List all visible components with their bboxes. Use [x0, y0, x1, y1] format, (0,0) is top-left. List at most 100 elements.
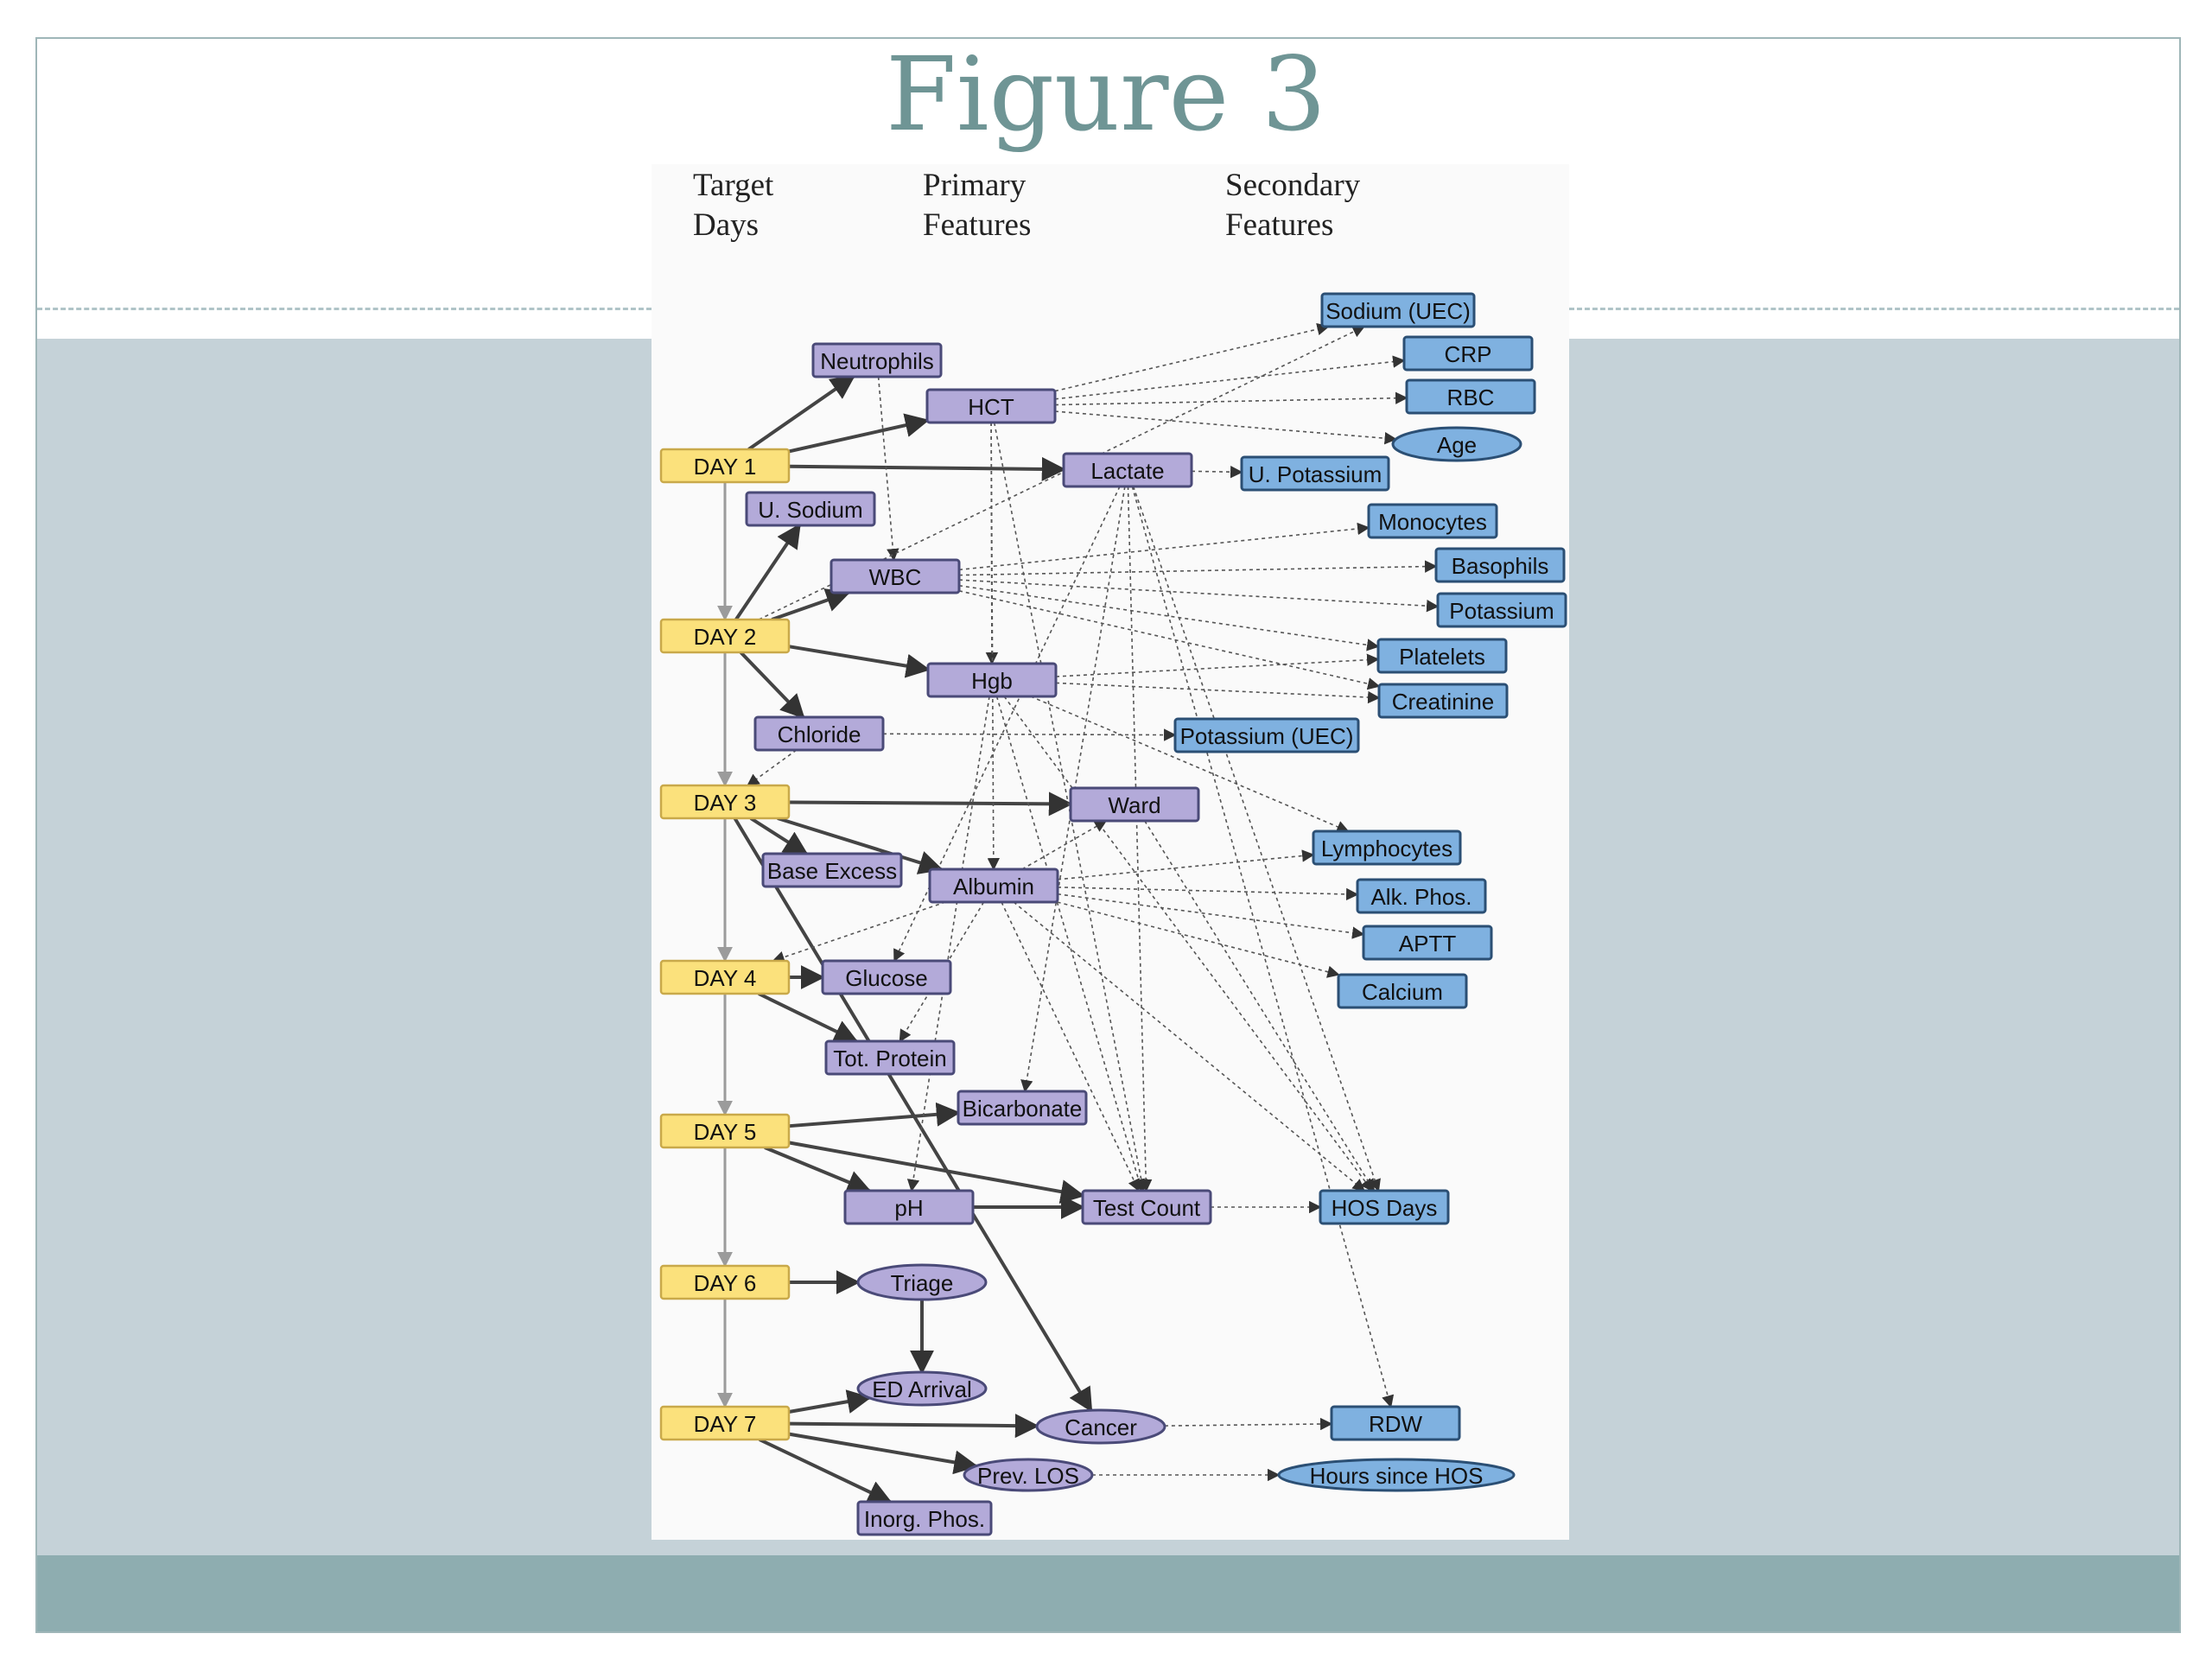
node-chloride: Chloride [753, 715, 885, 752]
edge-albumin-to-ward [1021, 820, 1108, 870]
node-shape [659, 959, 791, 995]
node-bicarbonate: Bicarbonate [957, 1090, 1088, 1126]
node-shape [1277, 1458, 1516, 1492]
node-neutrophils: Neutrophils [811, 342, 943, 378]
edge-hct-to-albumin [987, 422, 1001, 871]
node-label: pH [894, 1195, 923, 1221]
edge-day2-to-chloride [739, 651, 805, 720]
node-label: DAY 2 [694, 624, 757, 650]
node-shape [1035, 1408, 1166, 1445]
node-label: DAY 6 [694, 1270, 757, 1296]
node-shape [1081, 1189, 1212, 1225]
node-label: Lymphocytes [1321, 836, 1452, 861]
node-potassium: Potassium [1436, 592, 1567, 628]
node-shape [1405, 378, 1536, 415]
node-label: Hgb [971, 668, 1013, 694]
edge-day3-to-ward [788, 791, 1073, 817]
node-ph: pH [843, 1189, 975, 1225]
node-hgb: Hgb [926, 662, 1058, 698]
edge-lactate-to-upotassium [1191, 465, 1243, 479]
edge-day3-to-baseexcess [749, 817, 809, 855]
node-alkphos: Alk. Phos. [1356, 878, 1487, 914]
edge-day7-to-edarrival [788, 1389, 872, 1414]
node-day6: DAY 6 [659, 1264, 791, 1300]
node-triage: Triage [856, 1263, 988, 1301]
node-glucose: Glucose [821, 959, 952, 995]
node-label: Test Count [1093, 1195, 1201, 1221]
edge-lactate-to-rdw [1131, 486, 1395, 1408]
node-shape [753, 715, 885, 752]
node-shape [957, 1090, 1088, 1126]
node-label: Sodium (UEC) [1325, 298, 1471, 324]
node-shape [1356, 878, 1487, 914]
edge-albumin-to-lymphocytes [1057, 849, 1315, 880]
node-label: Lactate [1090, 458, 1164, 484]
node-shape [659, 784, 791, 820]
node-label: DAY 1 [694, 454, 757, 480]
node-label: Albumin [953, 874, 1034, 899]
node-shape [925, 388, 1057, 424]
node-label: CRP [1445, 341, 1492, 367]
column-header-secondary: Secondary Features [1225, 166, 1450, 245]
node-label: Prev. LOS [977, 1463, 1079, 1489]
node-label: Glucose [845, 965, 927, 991]
node-label: Triage [891, 1270, 954, 1296]
node-label: Calcium [1362, 979, 1443, 1005]
edge-hgb-to-creatinine [1055, 682, 1381, 704]
node-potassiumuec: Potassium (UEC) [1173, 717, 1360, 753]
node-shape [1320, 292, 1476, 328]
node-label: Tot. Protein [833, 1046, 947, 1071]
node-day4: DAY 4 [659, 959, 791, 995]
node-day7: DAY 7 [659, 1405, 791, 1441]
node-shape [1391, 426, 1522, 462]
node-totprotein: Tot. Protein [824, 1039, 956, 1076]
node-shape [963, 1458, 1094, 1492]
node-label: Alk. Phos. [1370, 884, 1471, 910]
node-platelets: Platelets [1376, 638, 1508, 674]
edge-day7-to-prevlos [788, 1432, 979, 1475]
node-shape [811, 342, 943, 378]
node-shape [830, 558, 961, 594]
edge-hct-to-testcount [993, 422, 1147, 1192]
node-shape [659, 1113, 791, 1149]
edge-albumin-to-calcium [1057, 901, 1340, 978]
node-label: RBC [1447, 385, 1495, 410]
edge-hgb-to-lymphocytes [1030, 696, 1350, 833]
node-shape [1240, 455, 1390, 492]
node-day2: DAY 2 [659, 618, 791, 654]
edge-wbc-to-creatinine [958, 590, 1381, 690]
node-shape [1434, 547, 1566, 583]
edge-hgb-to-testcount [995, 696, 1145, 1192]
node-label: Monocytes [1378, 509, 1487, 535]
node-creatinine: Creatinine [1377, 683, 1509, 719]
node-label: DAY 7 [694, 1411, 757, 1437]
node-shape [1436, 592, 1567, 628]
node-day5: DAY 5 [659, 1113, 791, 1149]
node-rdw: RDW [1330, 1405, 1461, 1441]
node-label: RDW [1369, 1411, 1423, 1437]
edge-day4-to-totprotein [758, 992, 859, 1043]
node-shape [824, 1039, 956, 1076]
node-testcount: Test Count [1081, 1189, 1212, 1225]
node-label: Potassium [1449, 598, 1554, 624]
edge-wbc-to-platelets [958, 584, 1380, 652]
edge-day1-to-hct [788, 413, 930, 454]
edge-hgb-to-hosdays [1003, 696, 1373, 1192]
edge-day5-to-ph [764, 1146, 872, 1194]
node-label: Hours since HOS [1310, 1463, 1484, 1489]
node-shape [856, 1263, 988, 1301]
node-label: U. Sodium [758, 497, 862, 523]
node-shape [843, 1189, 975, 1225]
column-header-primary: Primary Features [923, 166, 1147, 245]
edge-ward-to-hosdays [1144, 820, 1375, 1192]
node-age: Age [1391, 426, 1522, 462]
edge-hct-to-rbc [1054, 391, 1408, 406]
edge-day2-to-hgb [788, 645, 931, 678]
edge-hct-to-age [1054, 410, 1397, 445]
edge-albumin-to-testcount [1001, 901, 1140, 1192]
node-shape [856, 1500, 993, 1536]
column-header-line: Days [693, 207, 760, 243]
node-sodiumuec: Sodium (UEC) [1320, 292, 1476, 328]
